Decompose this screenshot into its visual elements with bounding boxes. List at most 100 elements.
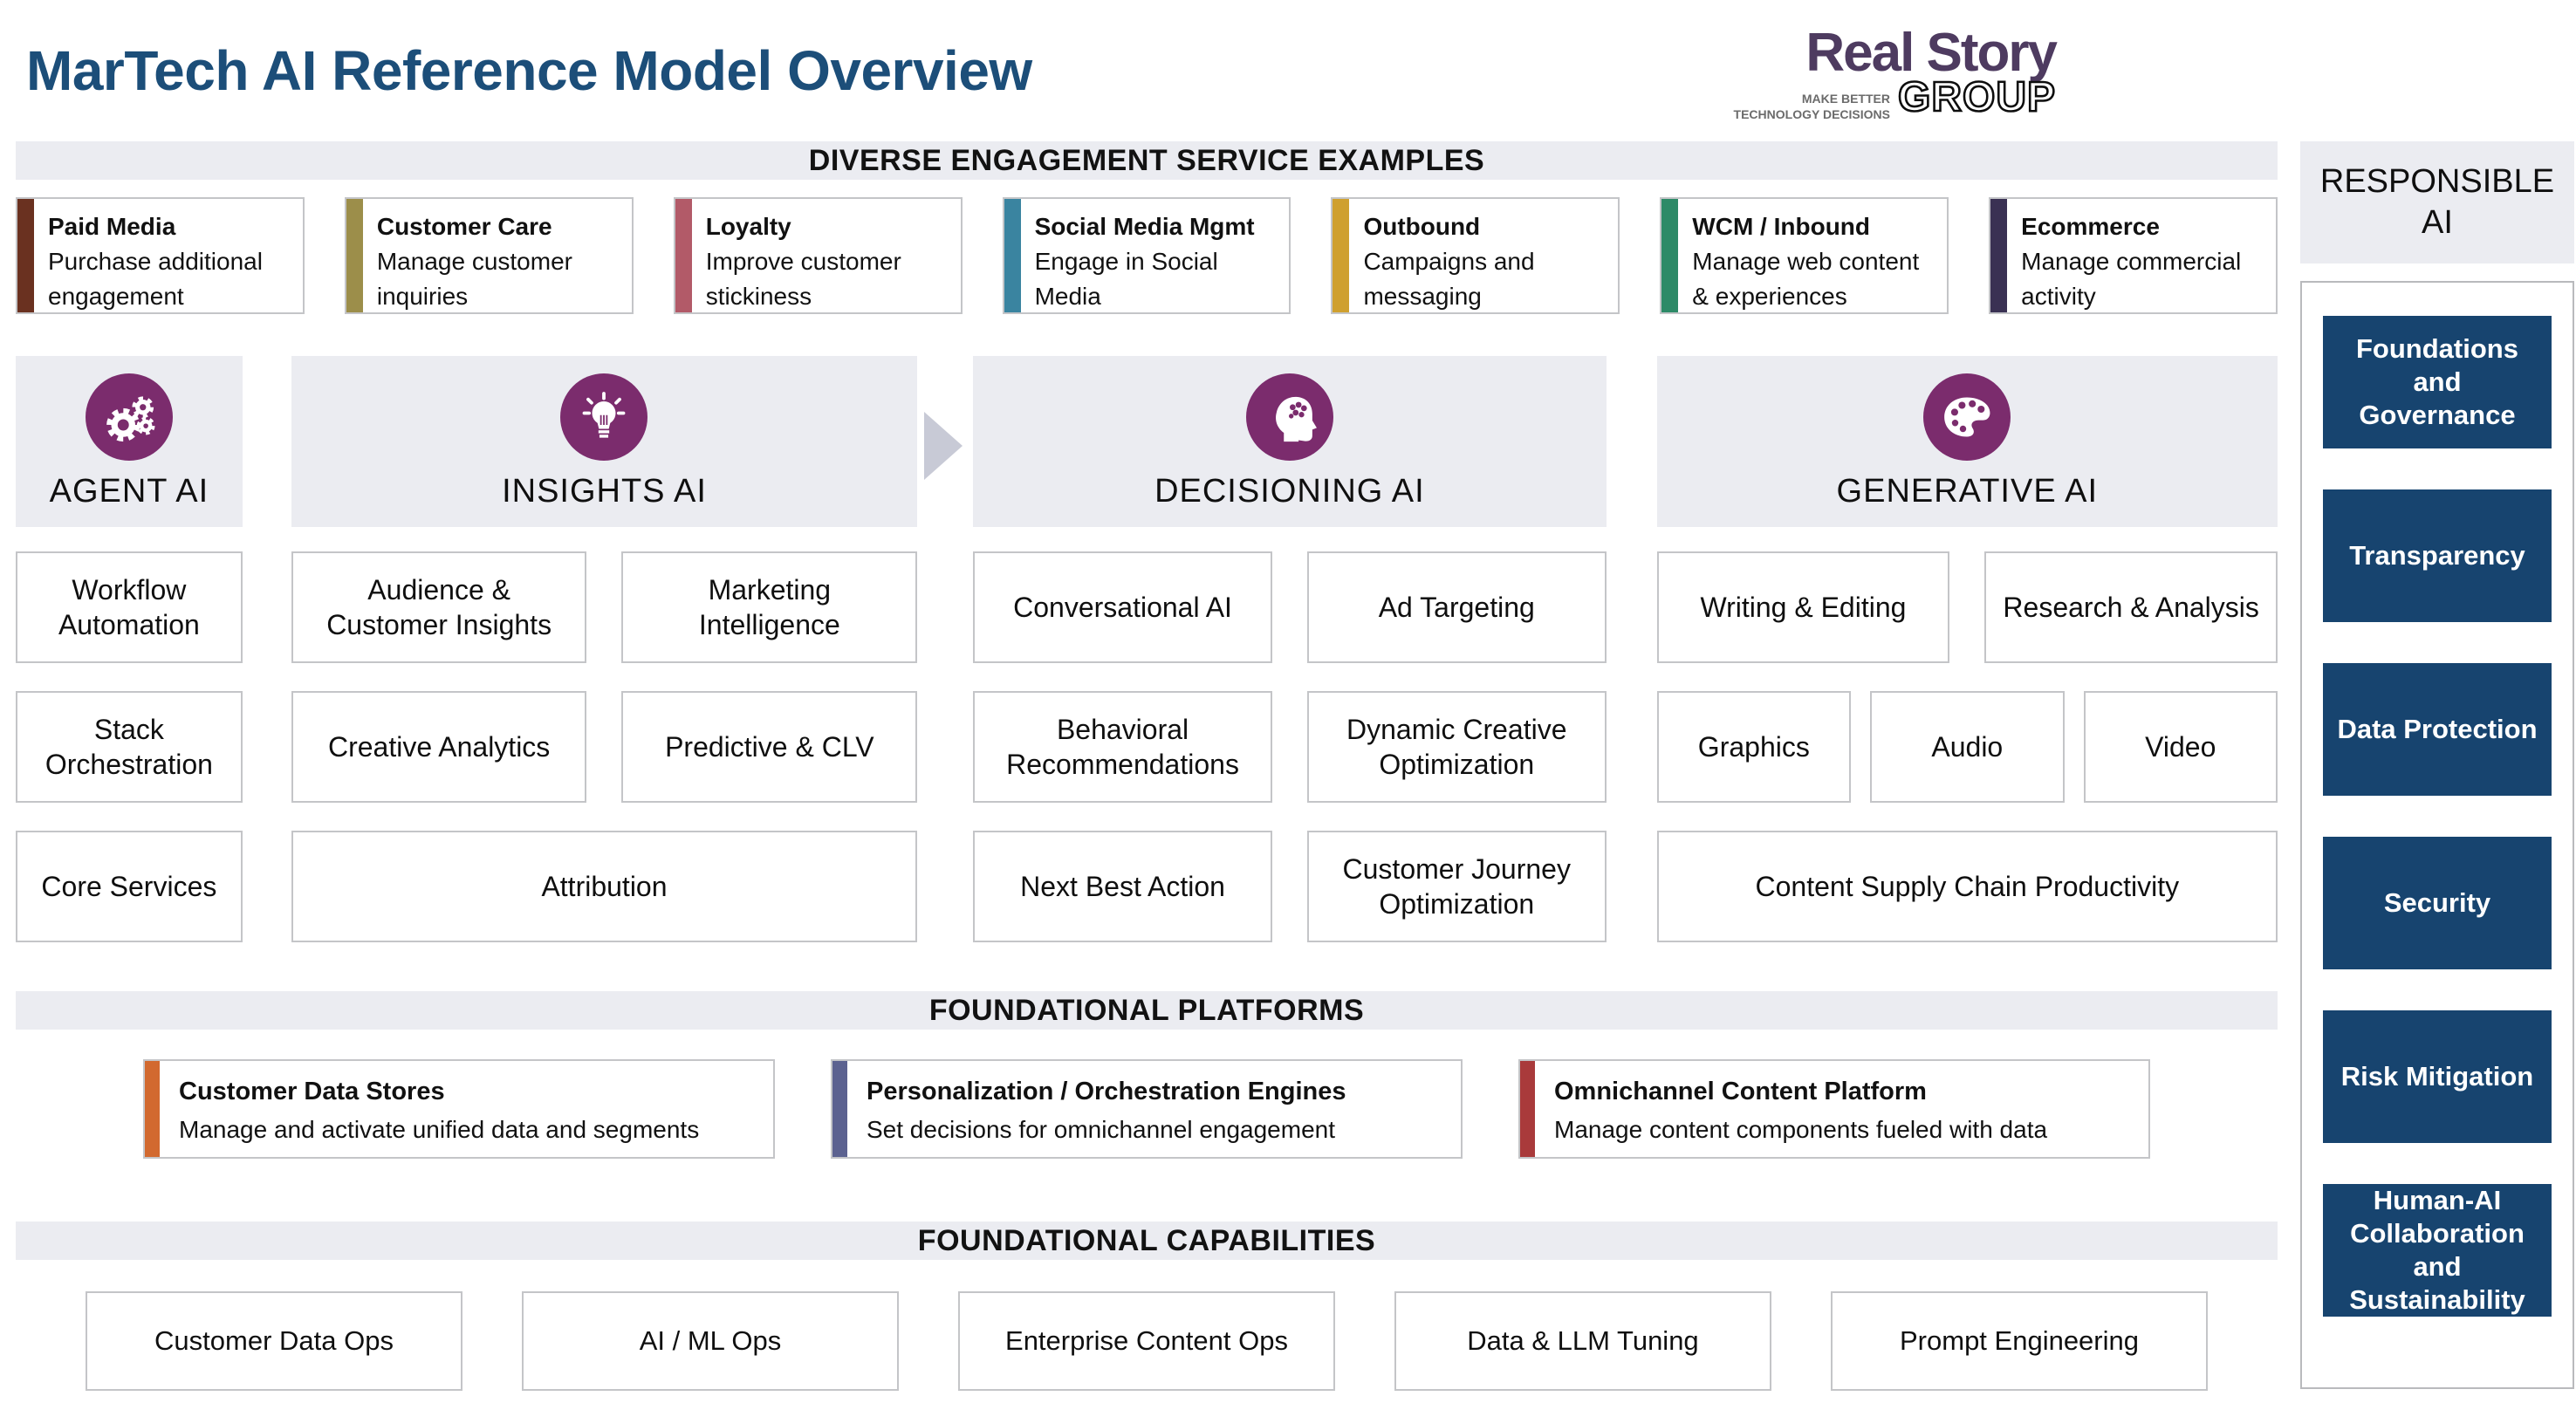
color-bar — [832, 1061, 847, 1157]
logo-group-text: GROUP — [1897, 74, 2057, 120]
capabilities-row: Customer Data Ops AI / ML Ops Enterprise… — [16, 1291, 2278, 1391]
card-desc: Set decisions for omnichannel engagement — [867, 1115, 1336, 1143]
card-personalization-orchestration-engines: Personalization / Orchestration Engines … — [831, 1059, 1463, 1159]
decisioning-ai-label: DECISIONING AI — [1154, 472, 1425, 510]
lightbulb-icon — [560, 373, 648, 461]
card-customer-data-stores: Customer Data Stores Manage and activate… — [143, 1059, 775, 1159]
card-title: Social Media Mgmt — [1034, 213, 1255, 240]
cell-data-llm-tuning: Data & LLM Tuning — [1394, 1291, 1771, 1391]
cell-customer-data-ops: Customer Data Ops — [86, 1291, 462, 1391]
logo-tagline: MAKE BETTER TECHNOLOGY DECISIONS — [1733, 92, 1890, 122]
cell-next-best-action: Next Best Action — [973, 831, 1272, 942]
real-story-group-logo: Real Story MAKE BETTER TECHNOLOGY DECISI… — [1734, 26, 2545, 122]
responsible-ai-list: Foundations and Governance Transparency … — [2300, 281, 2574, 1389]
platforms-row: Customer Data Stores Manage and activate… — [16, 1059, 2278, 1159]
item-data-protection: Data Protection — [2323, 663, 2552, 796]
color-bar — [1004, 199, 1021, 312]
item-foundations-and-governance: Foundations and Governance — [2323, 316, 2552, 448]
cell-prompt-engineering: Prompt Engineering — [1831, 1291, 2208, 1391]
card-outbound: Outbound Campaigns and messaging — [1331, 197, 1620, 314]
cell-audio: Audio — [1870, 691, 2065, 803]
card-title: Omnichannel Content Platform — [1554, 1078, 1927, 1106]
page-title: MarTech AI Reference Model Overview — [26, 39, 1032, 102]
card-title: Ecommerce — [2021, 213, 2160, 240]
section-insights-ai: INSIGHTS AI Audience & Customer Insights… — [291, 356, 918, 970]
card-desc: Manage commercial activity — [2021, 247, 2242, 310]
card-title: Paid Media — [48, 213, 176, 240]
card-wcm-inbound: WCM / Inbound Manage web content & exper… — [1660, 197, 1949, 314]
item-risk-mitigation: Risk Mitigation — [2323, 1010, 2552, 1143]
ai-sections-row: AGENT AI Workflow Automation Stack Orche… — [16, 356, 2278, 970]
card-omnichannel-content-platform: Omnichannel Content Platform Manage cont… — [1518, 1059, 2150, 1159]
agent-ai-label: AGENT AI — [49, 472, 209, 510]
color-bar — [1990, 199, 2008, 312]
card-title: Personalization / Orchestration Engines — [867, 1078, 1346, 1106]
platforms-section-header: FOUNDATIONAL PLATFORMS — [16, 991, 2278, 1030]
cell-ai-ml-ops: AI / ML Ops — [522, 1291, 899, 1391]
section-decisioning-ai: DECISIONING AI Conversational AI Ad Targ… — [973, 356, 1607, 970]
card-desc: Improve customer stickiness — [705, 247, 901, 310]
color-bar — [17, 199, 34, 312]
engagement-row: Paid Media Purchase additional engagemen… — [16, 197, 2278, 314]
cell-video: Video — [2083, 691, 2278, 803]
cell-graphics: Graphics — [1656, 691, 1852, 803]
cell-writing-editing: Writing & Editing — [1656, 551, 1950, 663]
card-customer-care: Customer Care Manage customer inquiries — [344, 197, 634, 314]
flow-gap — [917, 356, 973, 970]
card-desc: Campaigns and messaging — [1363, 247, 1535, 310]
cell-customer-journey-optimization: Customer Journey Optimization — [1306, 831, 1607, 942]
cell-conversational-ai: Conversational AI — [973, 551, 1272, 663]
color-bar — [1661, 199, 1679, 312]
responsible-ai-sidebar: RESPONSIBLE AI Foundations and Governanc… — [2300, 141, 2574, 1389]
cell-core-services: Core Services — [16, 831, 243, 942]
cell-creative-analytics: Creative Analytics — [291, 691, 587, 803]
card-title: Customer Care — [376, 213, 552, 240]
card-desc: Manage customer inquiries — [376, 247, 572, 310]
item-human-ai-collaboration-sustainability: Human-AI Collaboration and Sustainabilit… — [2323, 1184, 2552, 1317]
palette-icon — [1923, 373, 2011, 461]
item-transparency: Transparency — [2323, 489, 2552, 622]
card-ecommerce: Ecommerce Manage commercial activity — [1989, 197, 2278, 314]
agent-ai-header: AGENT AI — [16, 356, 243, 527]
color-bar — [145, 1061, 160, 1157]
card-title: Loyalty — [705, 213, 791, 240]
generative-ai-label: GENERATIVE AI — [1836, 472, 2099, 510]
gears-icon — [85, 373, 173, 461]
item-security: Security — [2323, 837, 2552, 969]
insights-ai-header: INSIGHTS AI — [291, 356, 918, 527]
color-bar — [1333, 199, 1350, 312]
cell-stack-orchestration: Stack Orchestration — [16, 691, 243, 803]
generative-ai-header: GENERATIVE AI — [1656, 356, 2278, 527]
cell-dynamic-creative-optimization: Dynamic Creative Optimization — [1306, 691, 1607, 803]
decisioning-ai-header: DECISIONING AI — [973, 356, 1607, 527]
head-brain-icon — [1245, 373, 1333, 461]
card-paid-media: Paid Media Purchase additional engagemen… — [16, 197, 305, 314]
cell-workflow-automation: Workflow Automation — [16, 551, 243, 663]
capabilities-section-header: FOUNDATIONAL CAPABILITIES — [16, 1222, 2278, 1260]
card-title: Outbound — [1363, 213, 1481, 240]
cell-predictive-clv: Predictive & CLV — [621, 691, 918, 803]
cell-marketing-intelligence: Marketing Intelligence — [621, 551, 918, 663]
card-social-media-mgmt: Social Media Mgmt Engage in Social Media — [1002, 197, 1291, 314]
chevron-right-icon — [924, 412, 963, 480]
color-bar — [675, 199, 692, 312]
cell-audience-customer-insights: Audience & Customer Insights — [291, 551, 587, 663]
engagement-section-header: DIVERSE ENGAGEMENT SERVICE EXAMPLES — [16, 141, 2278, 180]
cell-content-supply-chain-productivity: Content Supply Chain Productivity — [1656, 831, 2278, 942]
card-title: WCM / Inbound — [1692, 213, 1871, 240]
responsible-ai-header: RESPONSIBLE AI — [2300, 141, 2574, 263]
logo-wordmark: Real Story — [1805, 23, 2058, 83]
model-diagram: DIVERSE ENGAGEMENT SERVICE EXAMPLES Paid… — [16, 141, 2278, 1391]
cell-enterprise-content-ops: Enterprise Content Ops — [958, 1291, 1335, 1391]
cell-behavioral-recommendations: Behavioral Recommendations — [973, 691, 1272, 803]
color-bar — [1520, 1061, 1535, 1157]
card-desc: Engage in Social Media — [1034, 247, 1218, 310]
logo-bottom-row: MAKE BETTER TECHNOLOGY DECISIONS GROUP — [1733, 74, 2057, 122]
section-agent-ai: AGENT AI Workflow Automation Stack Orche… — [16, 356, 243, 970]
card-loyalty: Loyalty Improve customer stickiness — [673, 197, 963, 314]
cell-ad-targeting: Ad Targeting — [1306, 551, 1607, 663]
card-desc: Manage and activate unified data and seg… — [179, 1115, 700, 1143]
section-generative-ai: GENERATIVE AI Writing & Editing Research… — [1656, 356, 2278, 970]
insights-ai-label: INSIGHTS AI — [502, 472, 707, 510]
